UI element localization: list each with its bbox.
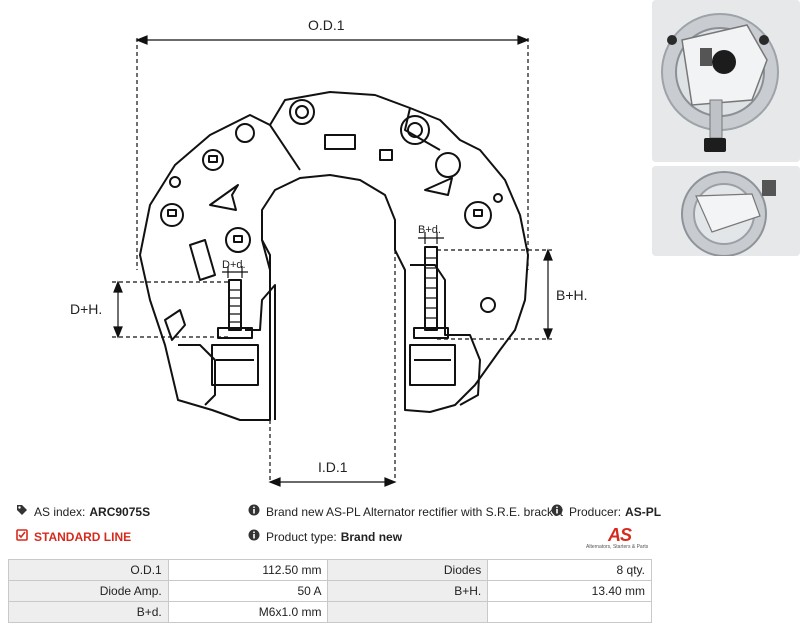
- producer: Producer:AS-PL: [551, 504, 661, 519]
- table-row: O.D.1 112.50 mm Diodes 8 qty.: [8, 559, 652, 581]
- product-type-value: Brand new: [340, 529, 403, 544]
- spec-key: Diodes: [327, 559, 489, 581]
- spec-value: 8 qty.: [487, 559, 652, 581]
- bd-dimension-label: B+d.: [418, 224, 441, 236]
- check-square-icon: [16, 529, 28, 544]
- product-photo-front: [652, 0, 800, 162]
- as-pl-logo: AS Alternators, Starters & Parts: [586, 525, 649, 550]
- as-index: AS index:ARC9075S: [16, 504, 150, 519]
- dh-dimension-label: D+H.: [70, 301, 102, 317]
- standard-line-badge: STANDARD LINE: [16, 529, 131, 544]
- spec-value: 13.40 mm: [487, 580, 652, 602]
- spec-value: 112.50 mm: [167, 559, 329, 581]
- spec-key: O.D.1: [8, 559, 169, 581]
- spec-key: [327, 601, 489, 623]
- id-dimension-label: I.D.1: [318, 459, 348, 475]
- product-photo-back: [652, 166, 800, 256]
- bh-dimension-label: B+H.: [556, 287, 588, 303]
- info-circle-icon: [248, 504, 260, 519]
- spec-key: Diode Amp.: [8, 580, 169, 602]
- rectifier-technical-drawing: O.D.1 I.D.1 D+H. B+H. D+d. B+d.: [70, 17, 588, 487]
- info-circle-icon: [551, 504, 563, 519]
- rectifier-outline: [139, 91, 529, 421]
- table-row: Diode Amp. 50 A B+H. 13.40 mm: [8, 580, 652, 602]
- spec-key: B+H.: [327, 580, 489, 602]
- spec-value: M6x1.0 mm: [167, 601, 329, 623]
- dd-dimension-label: D+d.: [222, 259, 246, 271]
- product-info: AS index:ARC9075S STANDARD LINE Brand ne…: [0, 502, 800, 554]
- tag-icon: [16, 504, 28, 519]
- info-circle-icon: [248, 529, 260, 544]
- as-index-value: ARC9075S: [89, 504, 151, 519]
- spec-key: B+d.: [8, 601, 169, 623]
- product-description: Brand new AS-PL Alternator rectifier wit…: [248, 504, 563, 519]
- spec-value: 50 A: [167, 580, 329, 602]
- producer-value: AS-PL: [625, 504, 662, 519]
- od-dimension-label: O.D.1: [308, 17, 345, 33]
- table-row: B+d. M6x1.0 mm: [8, 601, 652, 623]
- spec-value: [487, 601, 652, 623]
- spec-table: O.D.1 112.50 mm Diodes 8 qty. Diode Amp.…: [8, 559, 652, 623]
- product-type: Product type:Brand new: [248, 529, 402, 544]
